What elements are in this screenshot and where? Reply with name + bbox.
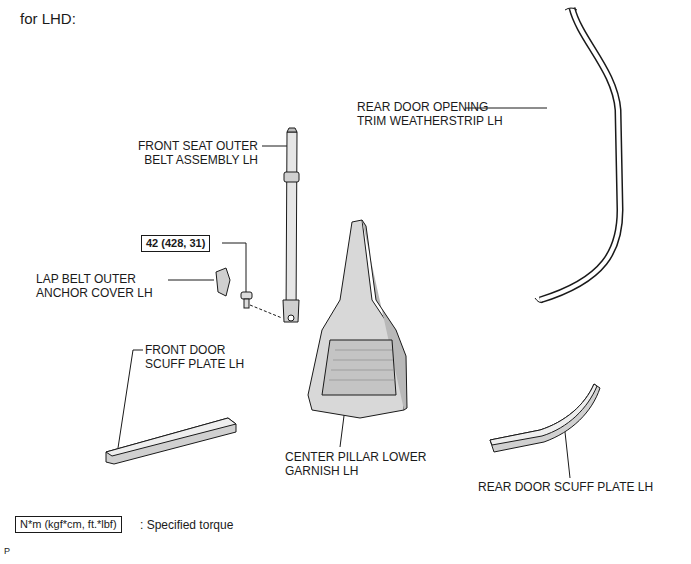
leader-line <box>168 280 214 281</box>
part-name: FRONT DOOR SCUFF PLATE LH <box>145 343 263 371</box>
leader-line <box>262 146 288 147</box>
torque-value: 42 (428, 31) <box>146 237 205 249</box>
torque-box: N*m (kgf*cm, ft.*lbf) <box>15 516 122 533</box>
torque-value: N*m (kgf*cm, ft.*lbf) <box>20 518 117 530</box>
weatherstrip <box>535 8 620 303</box>
part-name: LAP BELT OUTER ANCHOR COVER LH <box>36 272 166 300</box>
part-name: P <box>4 546 24 557</box>
part-name: FRONT SEAT OUTER BELT ASSEMBLY LH <box>108 139 258 167</box>
part-name: : Specified torque <box>140 518 290 532</box>
leader-line <box>118 350 143 448</box>
leader-line <box>250 305 282 318</box>
anchor-cover <box>216 268 230 296</box>
rear-scuff-plate <box>490 384 600 452</box>
seat-belt <box>283 128 299 322</box>
torque-box: 42 (428, 31) <box>141 235 210 252</box>
part-name: CENTER PILLAR LOWER GARNISH LH <box>285 450 445 478</box>
part-name: REAR DOOR OPENING TRIM WEATHERSTRIP LH <box>357 100 517 128</box>
front-scuff-plate <box>106 418 236 464</box>
part-name: REAR DOOR SCUFF PLATE LH <box>478 480 678 494</box>
part-name: for LHD: <box>20 10 140 28</box>
leader-line <box>565 432 570 478</box>
bolt <box>241 292 252 308</box>
pillar-garnish <box>308 220 407 418</box>
